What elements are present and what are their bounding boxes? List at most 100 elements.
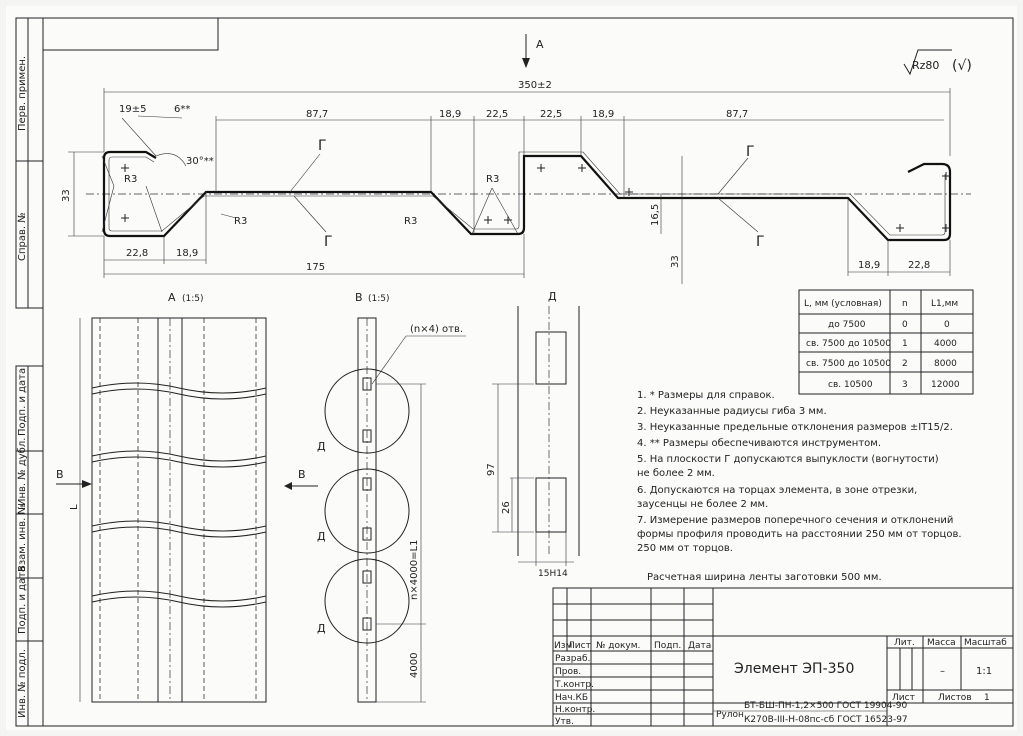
- table-cell: 8000: [934, 359, 957, 369]
- dim-33-right: 33: [670, 255, 681, 268]
- tb-title: Элемент ЭП-350: [734, 661, 854, 677]
- view-arrow-a: А: [522, 34, 544, 68]
- r3-a: R3: [124, 174, 137, 185]
- dim-19: 19±5: [119, 104, 146, 115]
- dim-18-9-a: 18,9: [439, 109, 461, 120]
- table-cell: 0: [944, 320, 950, 330]
- view-b-scale: (1:5): [368, 294, 390, 304]
- table-header-l: L, мм (условная): [804, 299, 882, 309]
- stamp-inv-dubl: Инв. № дубл.: [17, 438, 28, 506]
- r3-d: R3: [486, 174, 499, 185]
- tb-sheets: Листов: [938, 693, 972, 703]
- tb-tkontr: Т.контр.: [554, 680, 594, 690]
- view-b-holes: (n×4) отв.: [410, 324, 463, 335]
- table-cell: св. 7500 до 10500: [806, 339, 891, 349]
- view-a-dim-l: L: [69, 504, 80, 510]
- view-d-dim-26: 26: [501, 501, 512, 514]
- tb-scale-val: 1:1: [976, 666, 992, 677]
- note-line: 4. ** Размеры обеспечиваются инструменто…: [637, 438, 881, 449]
- g-marker-4: Г: [756, 234, 765, 250]
- r3-b: R3: [234, 216, 247, 227]
- view-a-arrow-b: В: [56, 468, 64, 481]
- note-line: 2. Неуказанные радиусы гиба 3 мм.: [637, 406, 827, 417]
- tb-rulon: Рулон: [716, 710, 744, 720]
- view-a-outline: [91, 317, 267, 703]
- view-a: А (1:5) L В: [56, 291, 267, 703]
- view-b-dim-nl: n×4000=L1: [409, 540, 420, 600]
- table-cell: 12000: [931, 380, 960, 390]
- tb-massa: Масса: [927, 638, 956, 648]
- roughness-value: Rz80: [912, 59, 939, 72]
- dim-87-left: 87,7: [306, 109, 328, 120]
- view-d: Д 97 26 15H14: [486, 290, 580, 579]
- stamp-inv-podl: Инв. № подл.: [17, 649, 28, 718]
- dim-6: 6**: [174, 104, 190, 115]
- roughness-paren: (√): [952, 58, 972, 74]
- notes-block: 1. * Размеры для справок. 2. Неуказанные…: [637, 390, 962, 583]
- table-cell: св. 10500: [828, 380, 873, 390]
- drawing-canvas: Перв. примен. Справ. № Подп. и дата Инв.…: [15, 17, 1014, 727]
- note-line: 3. Неуказанные предельные отклонения раз…: [637, 422, 953, 433]
- stamp-vzam-inv: Взам. инв. №: [17, 504, 28, 572]
- table-header-n: n: [902, 299, 908, 309]
- table-cell: 0: [902, 320, 908, 330]
- stamp-sprav-no: Справ. №: [17, 212, 28, 261]
- view-a-scale: (1:5): [182, 294, 204, 304]
- tb-material-2: К270В-III-Н-08пс-сб ГОСТ 16523-97: [744, 715, 908, 725]
- tb-izm: Изм: [554, 641, 572, 651]
- g-marker-2: Г: [324, 234, 333, 250]
- view-b-d3: Д: [317, 622, 326, 635]
- tb-prov: Пров.: [555, 667, 581, 677]
- dim-22-8-left: 22,8: [126, 248, 148, 259]
- tb-podp: Подп.: [654, 641, 681, 651]
- side-stamp-column: Перв. примен. Справ. № Подп. и дата Инв.…: [15, 17, 44, 727]
- view-b-d2: Д: [317, 530, 326, 543]
- tb-sheets-val: 1: [984, 693, 990, 703]
- table-cell: 1: [902, 339, 908, 349]
- tb-razrab: Разраб.: [555, 654, 590, 664]
- g-marker-3: Г: [746, 144, 755, 160]
- dim-18-9-right: 18,9: [858, 260, 880, 271]
- view-b-arrow-b: В: [298, 468, 306, 481]
- drawing-sheet: Перв. примен. Справ. № Подп. и дата Инв.…: [6, 6, 1017, 730]
- view-b-label: В: [355, 291, 363, 304]
- view-d-dim-97: 97: [486, 463, 497, 476]
- blank-width-note: Расчетная ширина ленты заготовки 500 мм.: [647, 572, 882, 583]
- note-line: заусенцы не более 2 мм.: [637, 499, 768, 510]
- dim-30: 30°**: [186, 156, 214, 167]
- view-d-dim-15: 15H14: [538, 569, 568, 579]
- tb-data: Дата: [688, 641, 711, 651]
- profile-cross-marks: [121, 164, 950, 232]
- note-line: не более 2 мм.: [637, 468, 715, 479]
- dim-22-5-a: 22,5: [486, 109, 508, 120]
- note-line: 6. Допускаются на торцах элемента, в зон…: [637, 485, 917, 496]
- note-line: 250 мм от торцов.: [637, 543, 733, 554]
- table-cell: 4000: [934, 339, 957, 349]
- note-line: формы профиля проводить на расстоянии 25…: [637, 529, 962, 540]
- top-left-box: [43, 17, 219, 51]
- title-block: Изм Лист № докум. Подп. Дата Разраб. Про…: [552, 587, 1014, 727]
- table-header-l1: L1,мм: [931, 299, 958, 309]
- view-a-break-waves: [91, 382, 267, 608]
- tb-material-1: БТ-БШ-ПН-1,2×500 ГОСТ 19904-90: [744, 701, 907, 711]
- dim-22-8-right: 22,8: [908, 260, 930, 271]
- view-d-label: Д: [548, 290, 557, 303]
- view-arrow-a-label: А: [536, 38, 544, 51]
- r3-c: R3: [404, 216, 417, 227]
- tb-dokum: № докум.: [596, 641, 640, 651]
- tb-masshtab: Масштаб: [964, 638, 1007, 648]
- g-marker-1: Г: [318, 138, 327, 154]
- tb-mass-val: –: [940, 666, 945, 677]
- dim-16-5: 16,5: [650, 204, 661, 226]
- profile-section: 350±2 87,7 18,9 22,5 22,5 18,9 87,7 19±5…: [61, 80, 971, 284]
- note-line: 7. Измерение размеров поперечного сечени…: [637, 515, 953, 526]
- stamp-podp-data-2: Подп. и дата: [17, 566, 28, 634]
- tb-nach: Нач.КБ: [555, 693, 588, 703]
- length-table: L, мм (условная) n L1,мм до 7500 0 0 св.…: [798, 289, 974, 395]
- view-b-dim-4000: 4000: [409, 653, 420, 678]
- dim-18-9-left: 18,9: [176, 248, 198, 259]
- view-b-d1: Д: [317, 440, 326, 453]
- stamp-podp-data-1: Подп. и дата: [17, 368, 28, 436]
- table-cell: 2: [902, 359, 908, 369]
- note-line: 5. На плоскости Г допускаются выпуклости…: [637, 454, 939, 465]
